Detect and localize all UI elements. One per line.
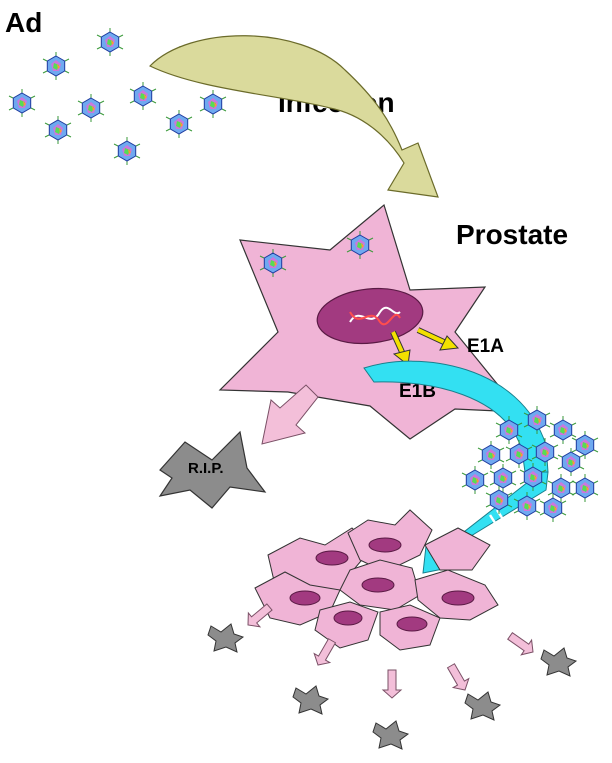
dead-cell-icon — [207, 623, 244, 653]
e1a-arrow — [416, 327, 460, 351]
dead-cell-icon — [540, 647, 577, 677]
release-arrow — [382, 669, 402, 699]
death-arrow — [261, 384, 319, 445]
adenovirus-icon — [199, 89, 227, 119]
rip-label: R.I.P. — [188, 460, 224, 477]
adenovirus-icon — [42, 51, 70, 81]
adenovirus-icon — [571, 473, 599, 503]
adenovirus-icon — [113, 136, 141, 166]
adenovirus-icon — [44, 115, 72, 145]
e1b-label: E1B — [399, 381, 436, 402]
viral-dna-icon — [349, 306, 401, 326]
adenovirus-icon — [96, 27, 124, 57]
dead-cell-icon — [372, 720, 409, 750]
adenovirus-icon — [8, 88, 36, 118]
adenovirus-icon — [477, 440, 505, 470]
adenovirus-icon — [129, 81, 157, 111]
prostate-label: Prostate — [456, 219, 568, 250]
tumor-cell-cluster — [254, 509, 499, 651]
release-arrow — [442, 660, 474, 695]
adenovirus-icon — [489, 463, 517, 493]
adenovirus-icon — [547, 473, 575, 503]
adenovirus-icon — [549, 415, 577, 445]
e1a-label: E1A — [467, 336, 504, 357]
dead-cell — [158, 430, 267, 509]
dead-cell-icon — [292, 685, 329, 715]
adenovirus-icon — [539, 493, 567, 523]
adenovirus-icon — [165, 109, 193, 139]
ad-label: Ad — [5, 7, 42, 38]
dead-cell-icon — [464, 691, 501, 721]
adenovirus-icon — [77, 93, 105, 123]
release-arrow — [504, 628, 539, 660]
infection-arrow — [148, 35, 439, 198]
adenovirus-icon — [461, 465, 489, 495]
